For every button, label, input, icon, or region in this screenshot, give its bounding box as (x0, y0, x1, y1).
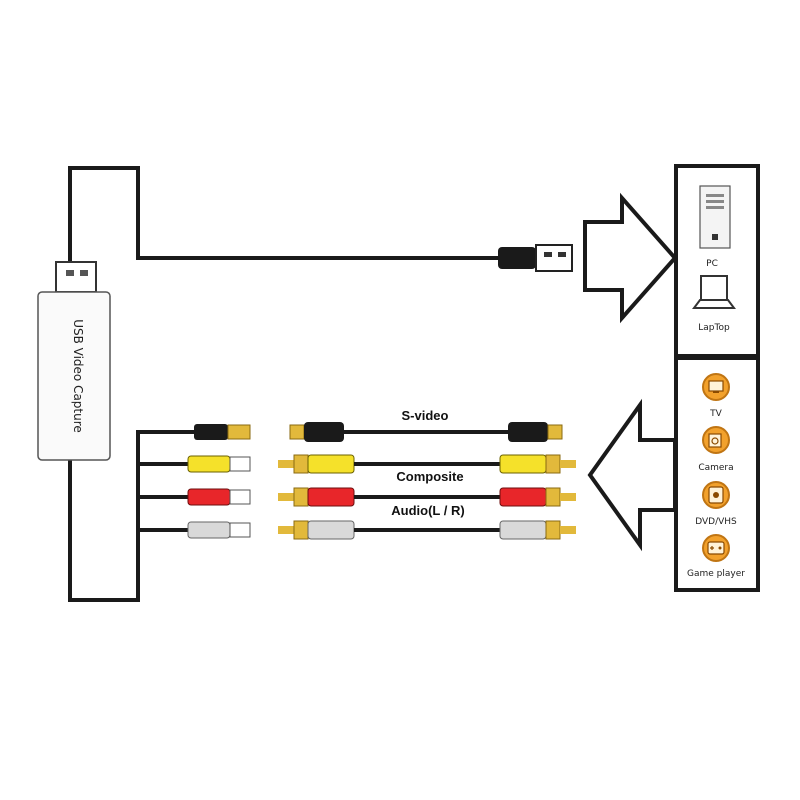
input-label-dvd-vhs: DVD/VHS (695, 517, 737, 527)
usb-video-capture-stick: USB Video Capture (37, 291, 111, 461)
pc-tower-icon (699, 185, 731, 249)
usb-a-plug (498, 244, 573, 272)
camera-icon (702, 426, 730, 454)
input-label-game-player: Game player (687, 569, 745, 579)
laptop-icon (692, 275, 736, 309)
output-label-pc: PC (706, 259, 718, 269)
stick-audio-red-connector (187, 488, 251, 506)
svideo-cable (289, 422, 563, 442)
stick-audio-white-connector (187, 521, 251, 539)
dvd-vhs-icon (702, 481, 730, 509)
cable-label-audio: Audio(L / R) (391, 503, 464, 518)
audio-white-cable (278, 520, 576, 540)
capture-cable-branches (138, 430, 195, 532)
input-label-tv: TV (709, 409, 722, 419)
game-player-icon (702, 534, 730, 562)
usb-plug-stick (55, 261, 97, 293)
tv-icon (702, 373, 730, 401)
usb-cable-top (68, 166, 505, 262)
input-label-camera: Camera (698, 463, 733, 473)
device-label: USB Video Capture (71, 319, 85, 433)
cable-label-composite: Composite (396, 469, 463, 484)
audio-red-cable (278, 487, 576, 507)
arrow-from-sources-icon (587, 398, 677, 552)
output-label-laptop: LapTop (698, 323, 730, 333)
cable-label-svideo: S-video (402, 408, 449, 423)
arrow-to-computer-icon (583, 192, 678, 324)
composite-cable (278, 454, 576, 474)
stick-composite-connector (187, 455, 251, 473)
stick-svideo-connector (194, 424, 251, 440)
